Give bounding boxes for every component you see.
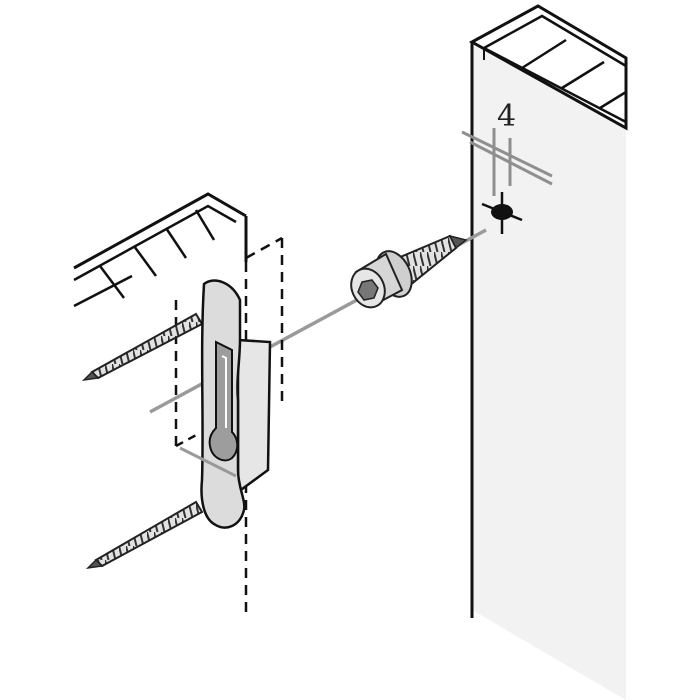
dimension-label: 4 bbox=[497, 99, 516, 134]
panel-top-inner-line-1 bbox=[483, 14, 627, 68]
panel-top-grid-1 bbox=[521, 38, 567, 70]
drill-mark bbox=[481, 192, 523, 234]
panel-face bbox=[472, 42, 626, 700]
bracket-keyhole-slot bbox=[208, 340, 239, 462]
drawer-top-grid-1 bbox=[99, 265, 125, 299]
hex-head-screw bbox=[350, 234, 468, 309]
panel-top-grid-2 bbox=[561, 60, 605, 90]
dimension-marking: 4 bbox=[461, 99, 553, 196]
drawer-top-edge bbox=[74, 196, 246, 316]
wood-screw-lower-tip bbox=[85, 558, 104, 570]
panel-top-edge bbox=[468, 4, 628, 131]
wood-screw-upper bbox=[81, 312, 204, 382]
hanging-bracket bbox=[179, 279, 272, 529]
cabinet-side-panel bbox=[468, 4, 628, 700]
drawer-top-grid-4 bbox=[194, 209, 216, 241]
hex-socket-icon bbox=[357, 279, 379, 301]
dimension-arrow-line-2 bbox=[469, 140, 553, 186]
wood-screw-upper-tip bbox=[81, 370, 100, 382]
bracket-slot-highlight bbox=[221, 355, 227, 428]
bracket-flange bbox=[236, 338, 272, 495]
wood-screw-lower bbox=[85, 500, 204, 570]
drawer-top-outline bbox=[73, 192, 247, 270]
drawer-top-front-line bbox=[73, 274, 133, 308]
wood-screw-lower-thread bbox=[94, 500, 204, 568]
panel-top-inner-line-2 bbox=[483, 46, 627, 124]
bracket-lower-lug bbox=[179, 446, 237, 478]
panel-top-grid-3 bbox=[599, 90, 627, 110]
drill-mark-dot bbox=[491, 204, 513, 220]
drawer-hidden-line-left-low bbox=[175, 432, 199, 448]
drawer-top-inner-line bbox=[73, 204, 237, 282]
dimension-arrow-line-1 bbox=[461, 130, 553, 178]
drawer-hidden-line-top bbox=[245, 236, 283, 260]
drawer-top-grid-2 bbox=[132, 245, 158, 277]
wood-screw-upper-thread bbox=[90, 312, 204, 380]
hex-screw-tip bbox=[448, 234, 468, 250]
drawer-top-grid-3 bbox=[164, 227, 188, 259]
